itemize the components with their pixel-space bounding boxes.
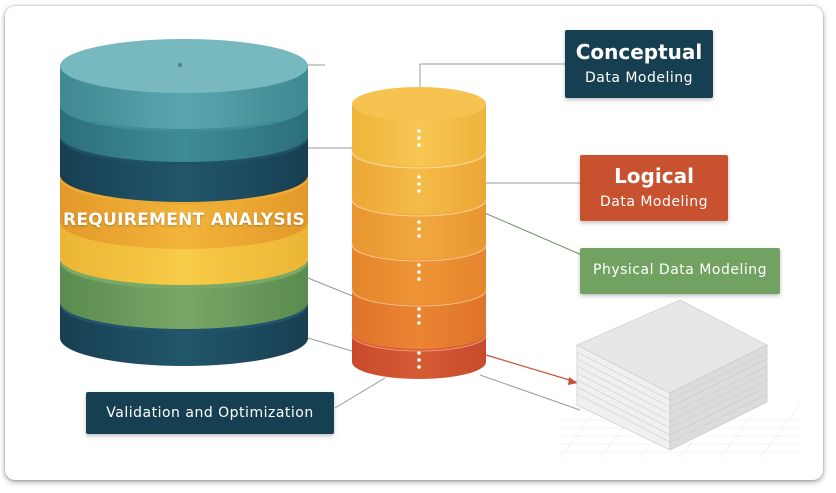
paper-stack-block — [559, 299, 801, 459]
diagram-frame: REQUIREMENT ANALYSIS Conceptual Data Mod… — [5, 6, 823, 480]
validation-label: Validation and Optimization — [106, 405, 314, 421]
conceptual-data-modeling-box: Conceptual Data Modeling — [565, 30, 713, 98]
diagram-canvas — [60, 39, 801, 459]
logical-subtitle: Data Modeling — [599, 194, 709, 210]
logical-title: Logical — [614, 164, 694, 188]
requirement-analysis-label: REQUIREMENT ANALYSIS — [62, 210, 306, 230]
conceptual-title: Conceptual — [575, 40, 703, 64]
main-cylinder-stack — [60, 39, 308, 366]
physical-data-modeling-box: Physical Data Modeling — [580, 248, 780, 294]
physical-label: Physical Data Modeling — [593, 262, 767, 278]
logical-data-modeling-box: Logical Data Modeling — [580, 155, 728, 221]
dot-markers — [417, 129, 421, 369]
validation-optimization-box: Validation and Optimization — [86, 392, 334, 434]
layered-cylinder-stack — [351, 87, 487, 379]
conceptual-subtitle: Data Modeling — [584, 70, 694, 86]
